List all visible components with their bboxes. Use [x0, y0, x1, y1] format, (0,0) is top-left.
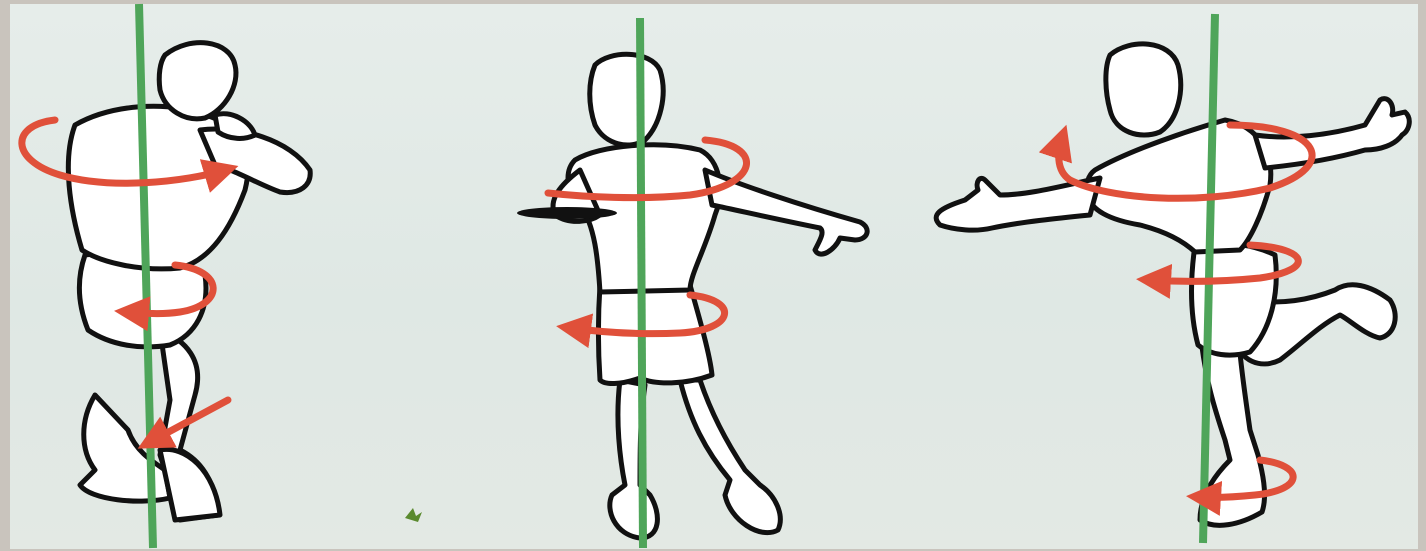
back-leg — [80, 395, 170, 501]
disc — [517, 207, 617, 219]
leaf — [405, 508, 422, 522]
head — [159, 43, 236, 119]
panel-release — [517, 18, 867, 548]
head — [590, 54, 663, 145]
front-shoe — [160, 449, 220, 520]
figure-windup — [68, 43, 310, 520]
hand — [215, 114, 255, 139]
spin-axis-2 — [640, 18, 643, 548]
figure-follow-through — [936, 44, 1409, 525]
head — [1106, 44, 1181, 135]
torso — [1087, 120, 1271, 252]
right-leg — [680, 380, 780, 533]
panel-windup — [22, 4, 310, 548]
left-leg — [610, 380, 658, 538]
panel-follow-through — [936, 14, 1409, 543]
